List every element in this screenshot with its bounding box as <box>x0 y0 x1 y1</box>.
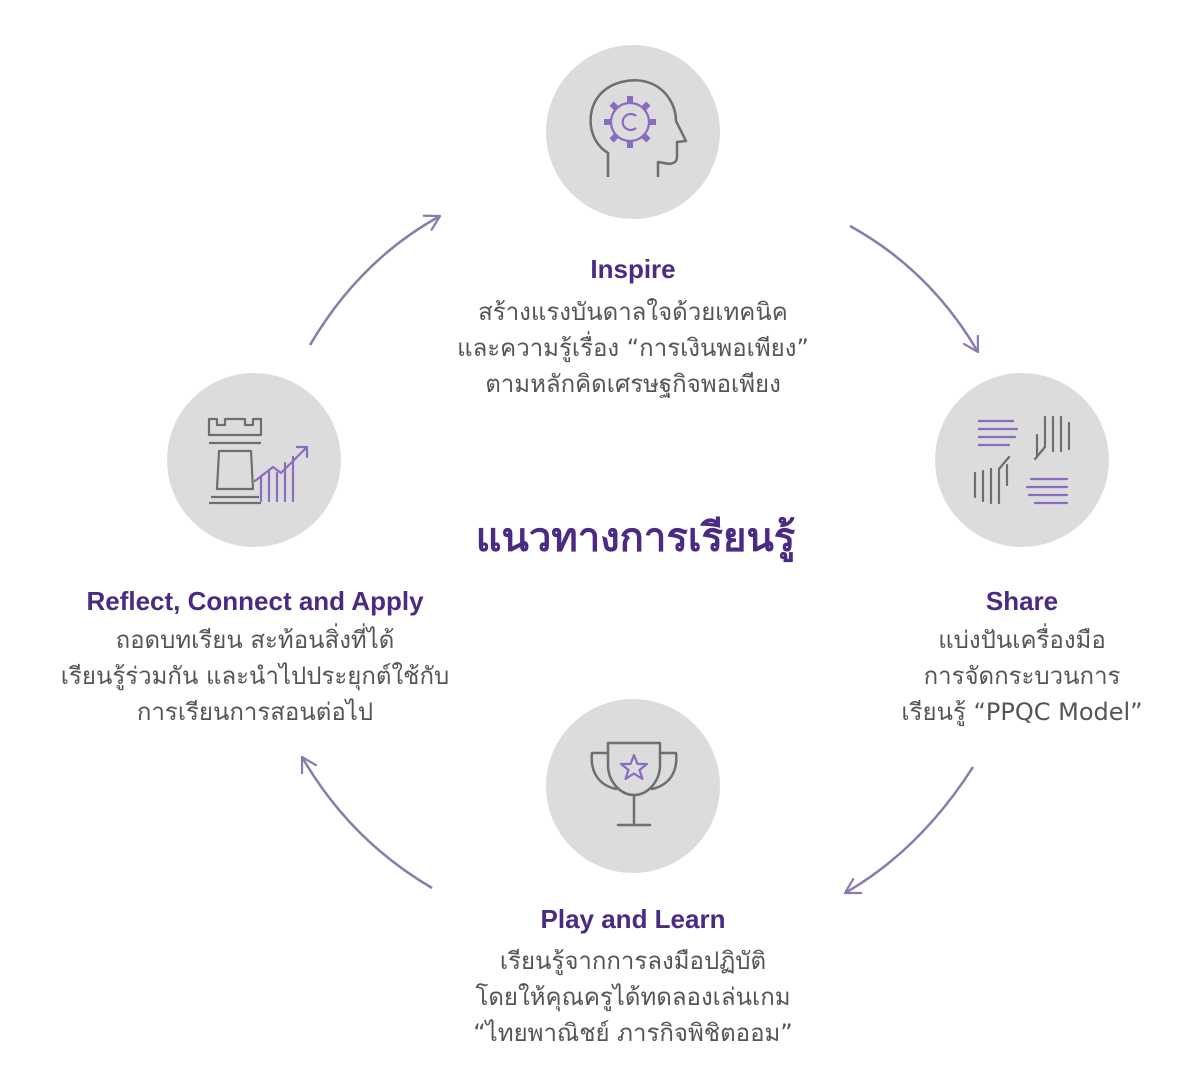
play-line-2: โดยให้คุณครูได้ทดลองเล่นเกม <box>475 983 791 1011</box>
play-icon-circle <box>546 699 720 873</box>
reflect-icon-circle <box>167 373 341 547</box>
share-line-2: การจัดกระบวนการ <box>923 662 1121 690</box>
share-icon-circle <box>935 373 1109 547</box>
inspire-line-3: ตามหลักคิดเศรษฐกิจพอเพียง <box>485 370 781 398</box>
reflect-line-3: การเรียนการสอนต่อไป <box>136 698 374 726</box>
share-title: Share <box>985 586 1059 616</box>
play-line-3: “ไทยพาณิชย์ ภารกิจพิชิตออม” <box>473 1019 793 1047</box>
arrow-play-to-reflect <box>300 755 433 890</box>
inspire-icon-circle <box>546 45 720 219</box>
inspire-title: Inspire <box>590 254 676 284</box>
inspire-line-2: และความรู้เรื่อง “การเงินพอเพียง” <box>457 334 809 362</box>
inspire-line-1: สร้างแรงบันดาลใจด้วยเทคนิค <box>478 298 788 326</box>
inspire-description: สร้างแรงบันดาลใจด้วยเทคนิค และความรู้เรื… <box>383 294 883 402</box>
reflect-title: Reflect, Connect and Apply <box>86 586 424 616</box>
arrow-reflect-to-inspire <box>308 214 442 346</box>
reflect-line-2: เรียนรู้ร่วมกัน และนำไปประยุกต์ใช้กับ <box>60 662 450 690</box>
reflect-description: ถอดบทเรียน สะท้อนสิ่งที่ได้ เรียนรู้ร่วม… <box>5 622 505 730</box>
play-title: Play and Learn <box>540 904 726 934</box>
play-description: เรียนรู้จากการลงมือปฏิบัติ โดยให้คุณครูไ… <box>383 943 883 1051</box>
reflect-line-1: ถอดบทเรียน สะท้อนสิ่งที่ได้ <box>115 626 395 654</box>
play-line-1: เรียนรู้จากการลงมือปฏิบัติ <box>499 947 767 975</box>
chess-rook-growth-icon <box>207 417 309 505</box>
share-line-1: แบ่งปันเครื่องมือ <box>938 626 1106 654</box>
arrow-inspire-to-share <box>849 224 980 354</box>
joined-hands-icon <box>973 415 1071 505</box>
share-description: แบ่งปันเครื่องมือ การจัดกระบวนการ เรียนร… <box>872 622 1172 730</box>
center-title: แนวทางการเรียนรู้ <box>475 515 796 561</box>
arrow-share-to-play <box>843 766 975 895</box>
trophy-star-icon <box>590 741 678 827</box>
share-line-3: เรียนรู้ “PPQC Model” <box>901 698 1143 726</box>
head-gear-icon <box>589 79 688 177</box>
